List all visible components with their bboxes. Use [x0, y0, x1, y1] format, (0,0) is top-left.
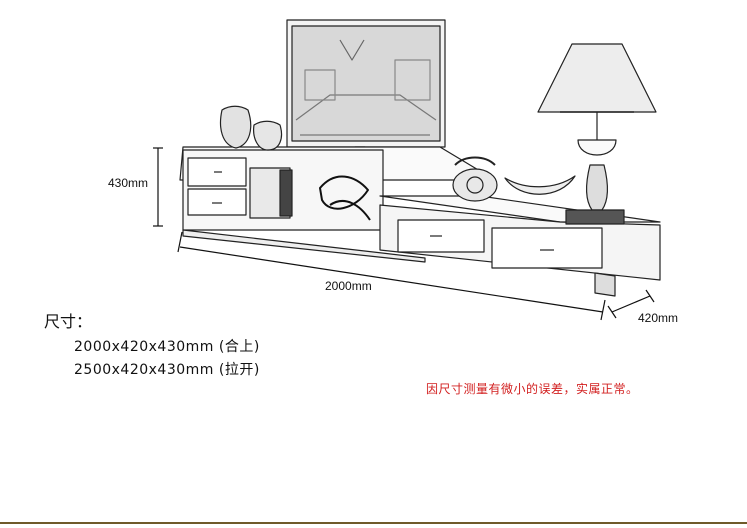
spec-title: 尺寸： [44, 312, 93, 331]
tv-illustration [286, 19, 446, 165]
dimension-lines [153, 147, 655, 321]
lamp-illustration [537, 43, 657, 225]
length-dimension-label: 2000mm [325, 279, 372, 293]
cabinet-left [179, 146, 496, 263]
depth-dimension-label: 420mm [638, 311, 679, 325]
telephone-illustration [452, 156, 498, 202]
size-spec: 尺寸： 2000x420x430mm (合上) 2500x420x430mm (… [44, 308, 260, 382]
vase-left [219, 105, 252, 149]
bottom-divider [0, 522, 747, 524]
height-dimension-label: 430mm [108, 176, 149, 190]
spec-closed: 2000x420x430mm (合上) [74, 339, 260, 355]
vase-right [253, 120, 283, 151]
spec-open: 2500x420x430mm (拉开) [74, 362, 260, 378]
decor-dish [504, 175, 576, 195]
measurement-note: 因尺寸测量有微小的误差，实属正常。 [426, 382, 639, 396]
